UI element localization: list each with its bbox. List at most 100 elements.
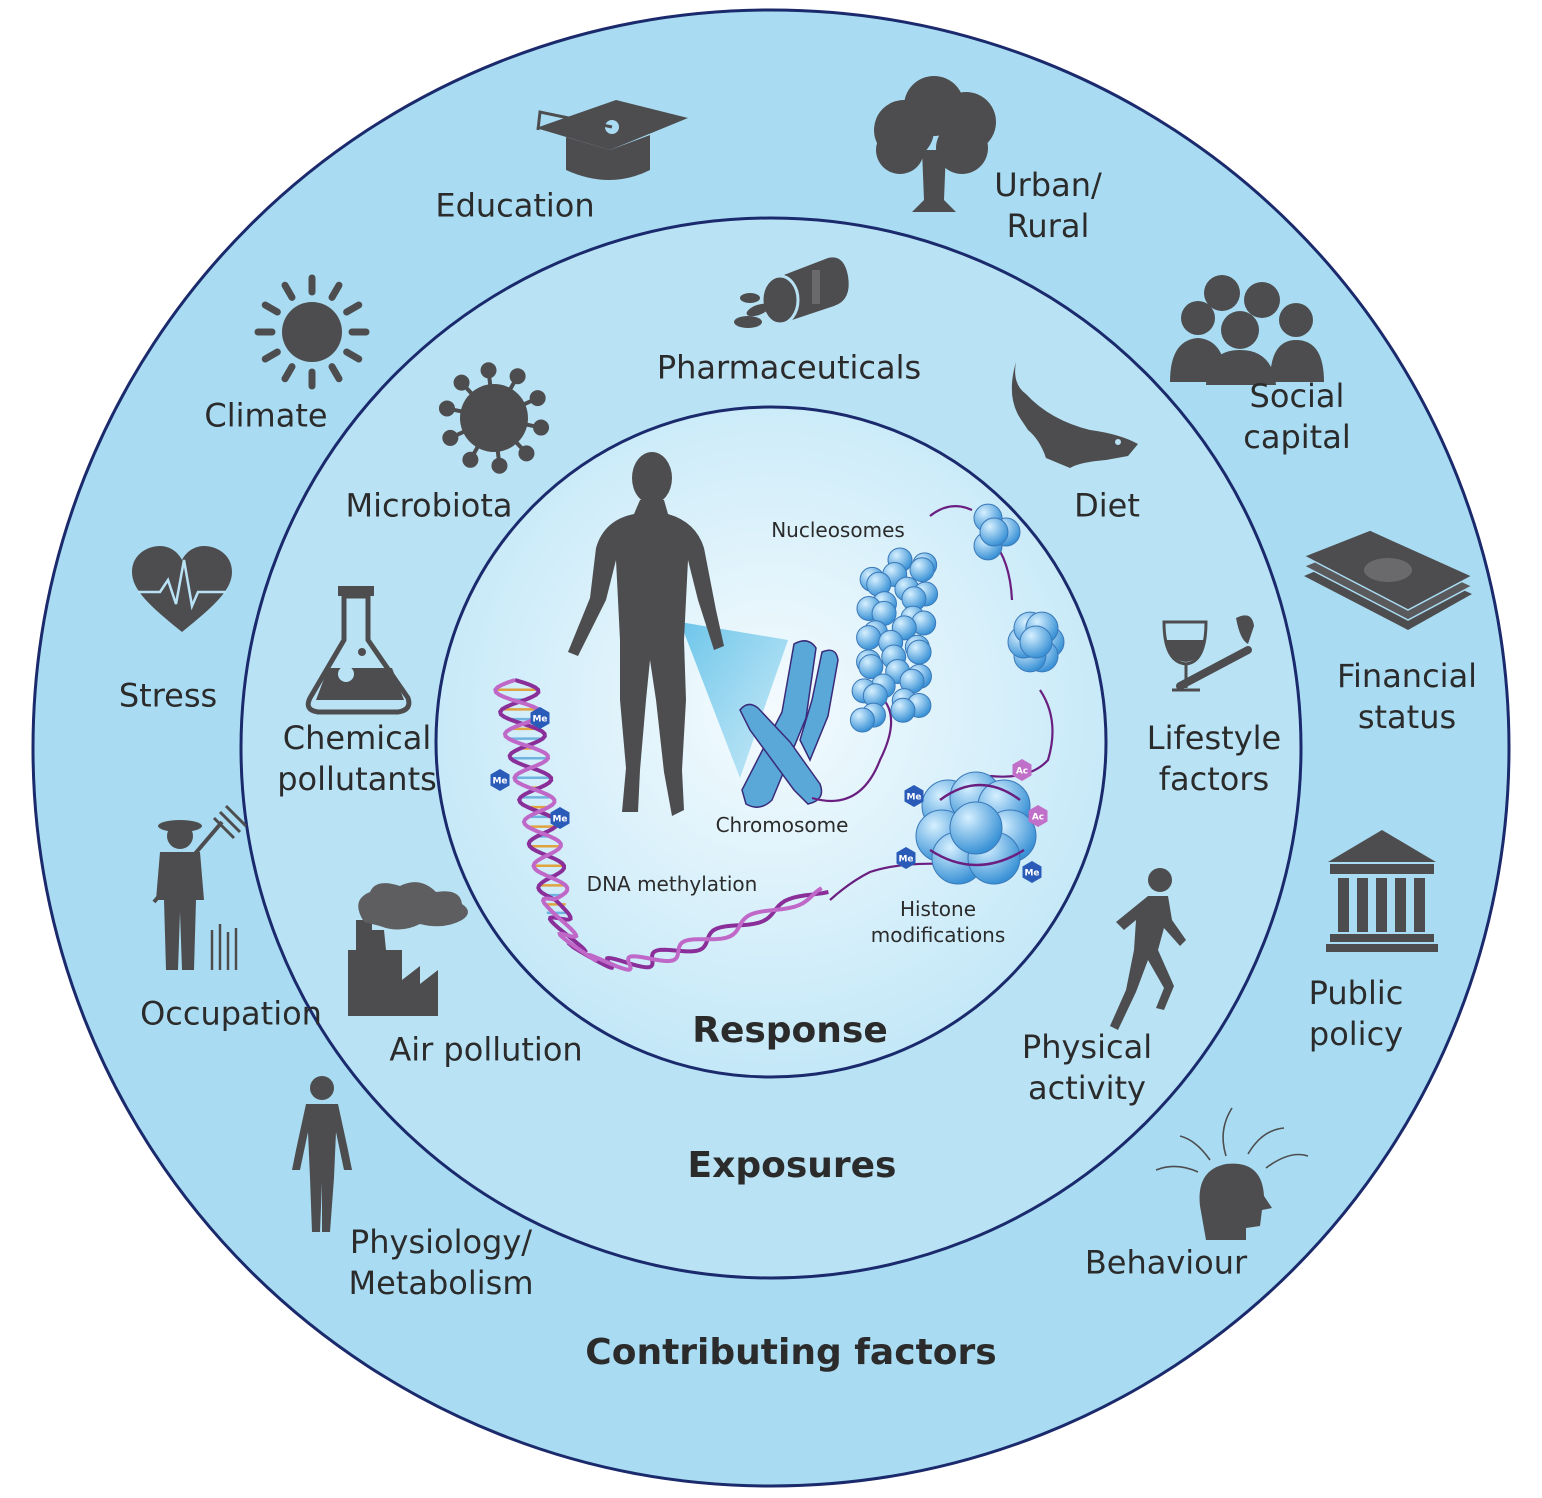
- pollutants-label: pollutants: [277, 760, 437, 798]
- human-silhouette-icon: [568, 452, 724, 816]
- modification-tag-text: Me: [898, 855, 913, 865]
- microbe-icon: [438, 362, 550, 474]
- education-label: Education: [435, 186, 595, 225]
- microbe-spike-tip: [453, 374, 470, 391]
- nucleosome-bead: [856, 625, 882, 651]
- behaviour-label: Behaviour: [1084, 1243, 1248, 1282]
- modification-tag-text: Ac: [1016, 767, 1028, 777]
- sun-ray: [261, 301, 281, 316]
- microbe-spike-tip: [438, 400, 455, 417]
- modification-tag: [1028, 805, 1048, 827]
- microbe-spike-tip: [462, 451, 479, 468]
- financial-label: Financial: [1336, 657, 1478, 696]
- wine-cigarette-icon: [1162, 615, 1254, 692]
- label-nucleosomes: Nucleosomes: [771, 517, 905, 543]
- policy-label: policy: [1308, 1015, 1404, 1053]
- modification-tag: [896, 847, 916, 869]
- physical-label: Physical: [1021, 1028, 1153, 1067]
- nucleosome-bead: [979, 517, 1009, 547]
- microbe-spike-tip: [518, 445, 535, 462]
- human-body-icon: [292, 1076, 352, 1232]
- microbiota-label: Microbiota: [345, 486, 513, 525]
- histone-protein: [949, 801, 1003, 855]
- label-chemical-pollutants: Chemical pollutants: [277, 718, 437, 800]
- exposures-title-text: Exposures: [687, 1144, 897, 1186]
- label-behaviour: Behaviour: [1085, 1243, 1247, 1284]
- label-occupation: Occupation: [140, 994, 322, 1035]
- government-building-icon: [1326, 830, 1438, 952]
- dna-methylation-label: DNA methylation: [586, 872, 758, 896]
- contributing-factors-title: Contributing factors: [585, 1330, 996, 1376]
- flask-icon: [305, 586, 412, 715]
- zoom-cone: [680, 622, 788, 778]
- label-air-pollution: Air pollution: [389, 1030, 582, 1071]
- sun-icon: [254, 274, 370, 390]
- status-label: status: [1357, 698, 1457, 736]
- histone-label: Histone: [899, 897, 977, 921]
- social-label: Social: [1249, 377, 1345, 416]
- dna-wrap: [929, 783, 1025, 867]
- modification-tag-text: Me: [552, 815, 567, 825]
- nucleosome-fiber: [849, 503, 1065, 733]
- public-label: Public: [1308, 974, 1404, 1013]
- chemical-label: Chemical: [282, 719, 432, 758]
- sun-ray: [343, 348, 363, 363]
- people-group-icon: [1170, 275, 1324, 385]
- money-icon: [1302, 529, 1474, 630]
- rural-label: Rural: [1006, 207, 1090, 245]
- farmer-icon: [152, 804, 248, 970]
- microbe-spike-tip: [480, 362, 497, 379]
- urban-label: Urban/: [994, 166, 1102, 205]
- label-diet: Diet: [1074, 486, 1140, 527]
- microbe-spike-tip: [491, 457, 508, 474]
- factory-icon: [348, 882, 468, 1016]
- label-financial-status: Financial status: [1337, 656, 1477, 738]
- nucleosome-bead: [906, 639, 932, 665]
- physiology-label: Physiology/: [349, 1223, 533, 1262]
- contributing-factors-title-text: Contributing factors: [585, 1331, 997, 1373]
- modification-tag: [1022, 861, 1042, 883]
- modification-tag-text: Me: [1024, 869, 1039, 879]
- label-chromosome: Chromosome: [716, 812, 849, 838]
- diet-label: Diet: [1074, 486, 1140, 525]
- runner-icon: [1110, 868, 1186, 1030]
- capital-label: capital: [1243, 418, 1351, 456]
- air-pollution-label: Air pollution: [389, 1030, 583, 1069]
- pharmaceuticals-label: Pharmaceuticals: [656, 348, 922, 387]
- dna-strand: [493, 678, 823, 972]
- modification-tag-text: Ac: [1032, 813, 1044, 823]
- activity-label: activity: [1028, 1069, 1146, 1107]
- nucleosome-bead: [909, 557, 935, 583]
- label-stress: Stress: [119, 676, 217, 717]
- label-social-capital: Social capital: [1243, 376, 1350, 458]
- lifestyle-label: Lifestyle: [1146, 719, 1282, 758]
- label-urban-rural: Urban/ Rural: [994, 165, 1102, 247]
- chromosome-label: Chromosome: [715, 813, 849, 837]
- response-title: Response: [692, 1008, 888, 1054]
- sun-ray: [281, 281, 296, 301]
- microbe-spike-tip: [529, 390, 546, 407]
- pill-bottle-icon: [734, 257, 849, 328]
- modification-tag-text: Me: [492, 777, 507, 787]
- modification-tag-text: Me: [532, 715, 547, 725]
- heartbeat-icon: [132, 546, 232, 632]
- microbe-spike-tip: [442, 429, 459, 446]
- sun-ray: [261, 348, 281, 363]
- head-thoughts-icon: [1155, 1107, 1309, 1240]
- metabolism-label: Metabolism: [348, 1264, 534, 1302]
- label-lifestyle: Lifestyle factors: [1147, 718, 1281, 800]
- nucleosomes-label: Nucleosomes: [771, 518, 905, 542]
- microbe-spike-tip: [533, 419, 550, 436]
- sun-ray: [328, 281, 343, 301]
- graduation-cap-icon: [536, 100, 688, 180]
- histone-octamer: [915, 771, 1037, 885]
- occupation-label: Occupation: [140, 994, 322, 1033]
- label-physical-activity: Physical activity: [1022, 1027, 1152, 1109]
- modification-tag-text: Me: [906, 793, 921, 803]
- nucleosome-bead: [1019, 625, 1053, 659]
- response-title-text: Response: [692, 1009, 888, 1051]
- label-climate: Climate: [204, 396, 327, 437]
